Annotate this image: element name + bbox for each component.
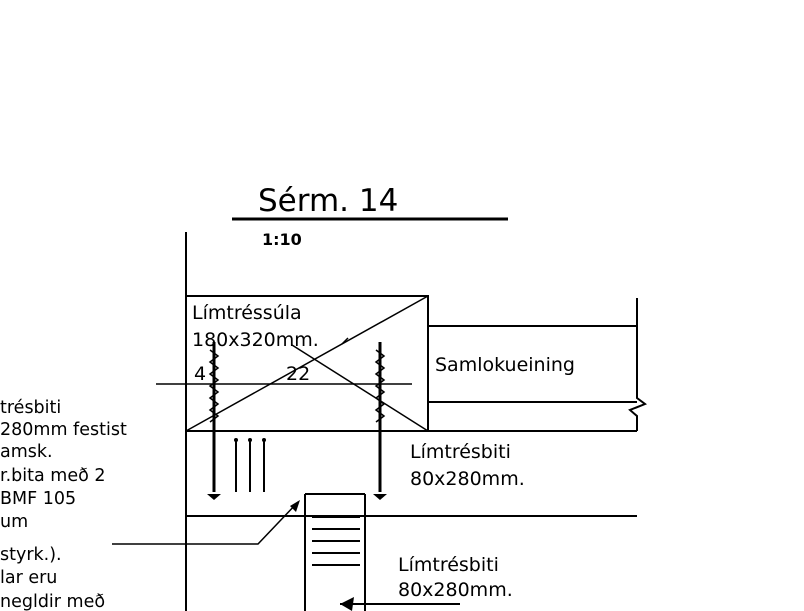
side-note-leader-arrowhead: [290, 500, 300, 512]
drawing-scale: 1:10: [262, 230, 302, 249]
lower-beam-arrowhead: [340, 597, 354, 611]
upper-beam-label: Límtrésbiti 80x280mm.: [410, 441, 525, 490]
nails: [234, 438, 266, 492]
column-label: Límtréssúla 180x320mm.: [192, 302, 319, 351]
side-note-leader: [112, 501, 299, 545]
column-cross-a: [185, 295, 429, 432]
hanger-nails: [312, 516, 360, 566]
dimension-middle: 22: [286, 363, 310, 385]
screw-left: [207, 342, 221, 500]
screw-right: [373, 342, 387, 500]
side-note: trésbiti 280mm festist amsk. r.bita með …: [0, 398, 132, 611]
column-cross-b: [291, 344, 429, 432]
drawing-title: Sérm. 14: [258, 183, 398, 219]
lower-beam-label: Límtrésbiti 80x280mm.: [398, 554, 513, 601]
column-label-leader: [341, 337, 349, 345]
panel-break-mark: [628, 326, 648, 431]
dimension-left: 4: [194, 363, 206, 385]
panel-label: Samlokueining: [435, 354, 575, 376]
